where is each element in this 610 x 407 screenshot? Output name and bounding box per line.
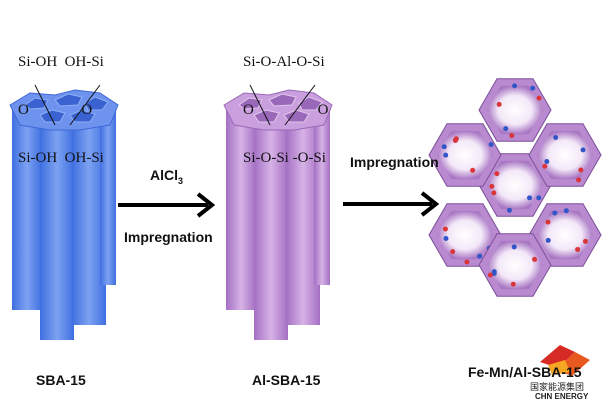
- fe-particle: [510, 281, 516, 287]
- mn-particle: [443, 152, 449, 158]
- hex-pore: [537, 130, 593, 180]
- formula-line: Si-OH OH-Si: [18, 54, 104, 70]
- mn-particle: [527, 195, 533, 201]
- mn-particle: [544, 158, 550, 164]
- mn-particle: [530, 85, 536, 91]
- process-label-1: Impregnation: [124, 229, 213, 245]
- fe-particle: [545, 219, 551, 225]
- fe-particle: [489, 183, 495, 189]
- mn-particle: [488, 141, 494, 147]
- formula-line: O O: [243, 102, 329, 118]
- reagent-text: AlCl: [150, 167, 178, 183]
- formula-line: O O: [18, 102, 93, 118]
- mn-particle: [580, 147, 586, 153]
- fe-particle: [450, 249, 456, 255]
- fe-particle: [542, 163, 548, 169]
- al-sba15-formula: Si-O-Al-O-Si O O Si-O-Si -O-Si: [243, 22, 328, 182]
- process-label-2: Impregnation: [350, 154, 439, 170]
- hex-pore: [487, 85, 543, 135]
- fe-particle: [532, 256, 538, 262]
- stage-label-al-sba15: Al-SBA-15: [252, 372, 321, 388]
- reagent-subscript: 3: [178, 175, 184, 186]
- mn-particle: [511, 244, 517, 250]
- hex-pore: [537, 210, 593, 260]
- mn-particle: [441, 144, 447, 150]
- hex-pore: [437, 210, 493, 260]
- hex-pore: [437, 130, 493, 180]
- mn-particle: [536, 195, 542, 201]
- sba15-column: [9, 84, 119, 340]
- mn-particle: [443, 236, 449, 242]
- chn-energy-logo: [540, 345, 590, 376]
- mn-particle: [512, 83, 518, 89]
- fe-particle: [576, 177, 582, 183]
- fe-particle: [494, 171, 500, 177]
- fe-particle: [509, 132, 515, 138]
- mn-particle: [545, 237, 551, 243]
- fe-particle: [442, 226, 448, 232]
- hex-pore: [487, 240, 543, 290]
- sba15-formula: Si-OH OH-Si O O Si-OH OH-Si: [18, 22, 104, 182]
- fe-particle: [470, 167, 476, 173]
- formula-line: Si-O-Al-O-Si: [243, 54, 325, 70]
- fe-particle: [487, 272, 493, 278]
- watermark-en: CHN ENERGY: [535, 392, 589, 401]
- reagent-label: AlCl3: [150, 167, 183, 186]
- mn-particle: [563, 208, 569, 214]
- mn-particle: [553, 134, 559, 140]
- formula-line: Si-OH OH-Si: [18, 150, 104, 166]
- fe-particle: [575, 246, 581, 252]
- stage-label-fe-mn-al-sba15: Fe-Mn/Al-SBA-15: [468, 364, 582, 380]
- formula-line: Si-O-Si -O-Si: [243, 150, 326, 166]
- arrow-2: [343, 191, 440, 217]
- fe-particle: [578, 167, 584, 173]
- watermark-cn: 国家能源集团: [530, 382, 585, 392]
- fe-mn-hex-network: [428, 78, 602, 297]
- mn-particle: [506, 207, 512, 213]
- fe-particle: [536, 95, 542, 101]
- fe-particle: [453, 136, 459, 142]
- fe-particle: [582, 238, 588, 244]
- fe-particle: [464, 259, 470, 265]
- stage-label-sba15: SBA-15: [36, 372, 86, 388]
- fe-particle: [496, 101, 502, 107]
- mn-particle: [477, 253, 483, 259]
- fe-particle: [491, 190, 497, 196]
- al-sba15-column: [223, 84, 333, 340]
- mn-particle: [552, 210, 558, 216]
- mn-particle: [491, 269, 497, 275]
- arrow-1: [118, 192, 216, 218]
- mn-particle: [503, 126, 509, 132]
